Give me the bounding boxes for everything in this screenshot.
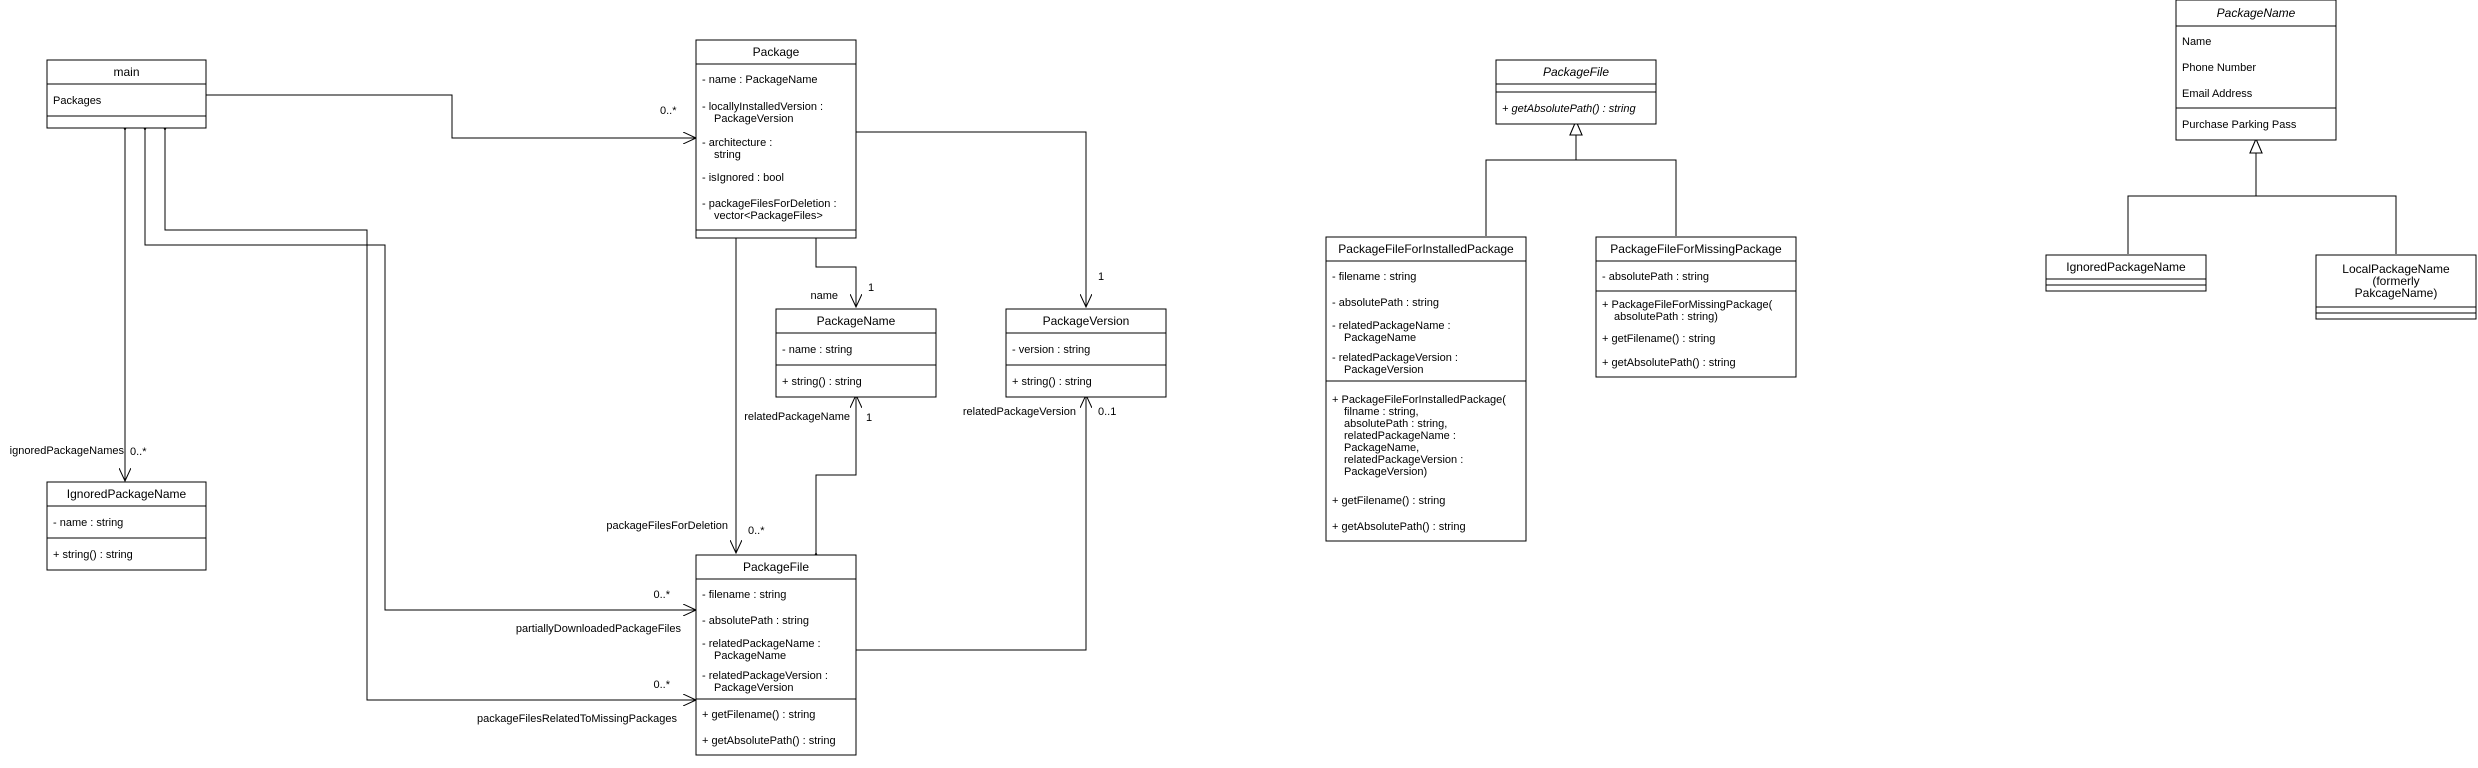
- relationship-label-7: relatedPackageName: [744, 411, 850, 423]
- class-name-package: Package: [753, 45, 800, 59]
- multiplicity-0: 0..*: [660, 105, 677, 117]
- multiplicity-2: 0..*: [653, 589, 670, 601]
- op-pfInstalled-1: + getFilename() : string: [1332, 495, 1445, 507]
- class-box-ignoredPackageName[interactable]: [46, 481, 207, 571]
- class-packageFile[interactable]: PackageFile - filename : string - absolute…: [695, 554, 857, 756]
- multiplicity-5: 1: [1098, 271, 1104, 283]
- class-box-packageNameAbs[interactable]: [2175, 0, 2337, 141]
- attr-pfInstalled-0: - filename : string: [1332, 271, 1416, 283]
- relationship-label-6: packageFilesForDeletion: [606, 520, 728, 532]
- class-box-localPN[interactable]: [2315, 254, 2477, 320]
- op-packageName-0: + string() : string: [782, 376, 862, 388]
- op-pfMissing-0: + PackageFileForMissingPackage(absoluteP…: [1602, 299, 1773, 323]
- class-packageName[interactable]: PackageName - name : string + string() : s…: [775, 308, 937, 398]
- class-box-packageVersion[interactable]: [1005, 308, 1167, 398]
- edge-pfinstalled-packagefile: [1485, 121, 1576, 236]
- relationship-labels: 0..* ignoredPackageNames 0..* partiallyDown…: [10, 105, 1117, 725]
- op-packageFile-0: + getFilename() : string: [702, 709, 815, 721]
- class-name-packageFileAbs: PackageFile: [1543, 65, 1609, 79]
- edge-ignoredpn-packagename: [2127, 139, 2256, 254]
- multiplicity-1: 0..*: [130, 446, 147, 458]
- multiplicity-6: 0..*: [748, 525, 765, 537]
- attr-packageNameAbs-1: Phone Number: [2182, 62, 2256, 74]
- attr-ignoredPackageName-0: - name : string: [53, 517, 123, 529]
- attr-packageFile-1: - absolutePath : string: [702, 615, 809, 627]
- class-box-main[interactable]: [46, 59, 207, 129]
- op-packageVersion-0: + string() : string: [1012, 376, 1092, 388]
- class-name-packageFile: PackageFile: [743, 560, 809, 574]
- attr-packageFile-3: - relatedPackageVersion :PackageVersion: [702, 670, 828, 694]
- op-ignoredPackageName-0: + string() : string: [53, 549, 133, 561]
- class-ignoredPN2[interactable]: IgnoredPackageName: [2045, 254, 2207, 292]
- attr-pfInstalled-3: - relatedPackageVersion :PackageVersion: [1332, 352, 1458, 376]
- class-packageVersion[interactable]: PackageVersion - version : string + string…: [1005, 308, 1167, 398]
- edge-package-packageversion: [856, 132, 1086, 307]
- attr-package-2: - architecture :string: [702, 137, 772, 161]
- op-packageFileAbs-0: + getAbsolutePath() : string: [1502, 103, 1636, 115]
- class-name-ignoredPN2: IgnoredPackageName: [2066, 260, 2186, 274]
- attr-packageNameAbs-0: Name: [2182, 36, 2211, 48]
- class-box-pfInstalled[interactable]: [1325, 236, 1527, 542]
- relationship-lines: [125, 95, 2397, 700]
- attr-packageFile-2: - relatedPackageName :PackageName: [702, 638, 821, 662]
- relationship-label-1: ignoredPackageNames: [10, 445, 125, 457]
- class-name-main: main: [113, 65, 139, 79]
- relationship-label-4: name: [810, 290, 838, 302]
- attr-package-1: - locallyInstalledVersion :PackageVersio…: [702, 101, 823, 125]
- multiplicity-7: 1: [866, 412, 872, 424]
- class-box-packageFile[interactable]: [695, 554, 857, 756]
- class-name-packageVersion: PackageVersion: [1043, 314, 1130, 328]
- class-name-packageNameAbs: PackageName: [2217, 6, 2296, 20]
- op-packageNameAbs-0: Purchase Parking Pass: [2182, 119, 2297, 131]
- attr-packageVersion-0: - version : string: [1012, 344, 1090, 356]
- class-name-pfInstalled: PackageFileForInstalledPackage: [1338, 242, 1514, 256]
- op-packageFile-1: + getAbsolutePath() : string: [702, 735, 836, 747]
- class-packageFileAbs[interactable]: PackageFile + getAbsolutePath() : string: [1495, 59, 1657, 125]
- attr-packageName-0: - name : string: [782, 344, 852, 356]
- multiplicity-4: 1: [868, 282, 874, 294]
- relationship-label-3: packageFilesRelatedToMissingPackages: [477, 713, 677, 725]
- op-pfInstalled-0: + PackageFileForInstalledPackage(filname…: [1332, 394, 1506, 478]
- edge-localpn-packagename: [2256, 139, 2397, 254]
- class-name-packageName: PackageName: [817, 314, 896, 328]
- op-pfInstalled-2: + getAbsolutePath() : string: [1332, 521, 1466, 533]
- class-box-pfMissing[interactable]: [1595, 236, 1797, 378]
- class-pfMissing[interactable]: PackageFileForMissingPackage - absolutePa…: [1595, 236, 1797, 378]
- edge-main-packagefile-missing: [165, 130, 696, 700]
- attr-package-4: - packageFilesForDeletion :vector<Packag…: [702, 198, 837, 222]
- class-name-pfMissing: PackageFileForMissingPackage: [1610, 242, 1782, 256]
- multiplicity-8: 0..1: [1098, 406, 1116, 418]
- attr-pfInstalled-2: - relatedPackageName :PackageName: [1332, 320, 1451, 344]
- attr-pfMissing-0: - absolutePath : string: [1602, 271, 1709, 283]
- class-package[interactable]: Package - name : PackageName - locallyInst…: [695, 39, 857, 239]
- multiplicity-3: 0..*: [653, 679, 670, 691]
- edge-packagefile-packageversion: [856, 395, 1086, 650]
- attr-package-0: - name : PackageName: [702, 74, 818, 86]
- attr-main-0: Packages: [53, 95, 102, 107]
- attr-packageNameAbs-2: Email Address: [2182, 88, 2253, 100]
- class-pfInstalled[interactable]: PackageFileForInstalledPackage - filename…: [1325, 236, 1527, 542]
- attr-package-3: - isIgnored : bool: [702, 172, 784, 184]
- relationship-label-2: partiallyDownloadedPackageFiles: [516, 623, 682, 635]
- class-box-package[interactable]: [695, 39, 857, 239]
- op-pfMissing-2: + getAbsolutePath() : string: [1602, 357, 1736, 369]
- attr-packageFile-0: - filename : string: [702, 589, 786, 601]
- class-name-ignoredPackageName: IgnoredPackageName: [67, 487, 187, 501]
- class-box-packageName[interactable]: [775, 308, 937, 398]
- class-ignoredPackageName[interactable]: IgnoredPackageName - name : string + strin…: [46, 481, 207, 571]
- edge-main-package: [206, 95, 696, 138]
- edge-main-packagefile-partial: [145, 130, 696, 610]
- op-pfMissing-1: + getFilename() : string: [1602, 333, 1715, 345]
- relationship-label-8: relatedPackageVersion: [963, 406, 1076, 418]
- edge-pfmissing-packagefile: [1576, 121, 1677, 236]
- attr-pfInstalled-1: - absolutePath : string: [1332, 297, 1439, 309]
